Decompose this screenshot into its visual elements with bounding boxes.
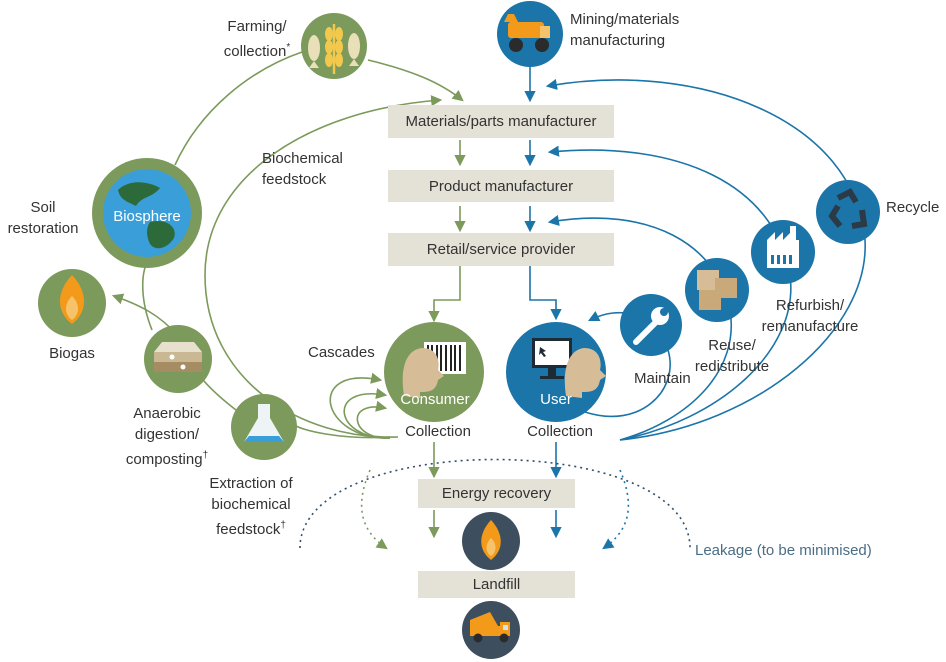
- flask-icon: [231, 394, 297, 460]
- flow-retail-to-consumer: [428, 266, 461, 323]
- leakage-right-arrow: [602, 469, 630, 550]
- label-farming-line2: collection: [223, 43, 287, 60]
- label-soil-line2: restoration: [7, 220, 79, 237]
- label-biogas: Biogas: [49, 345, 95, 362]
- label-maintain: Maintain: [634, 370, 691, 387]
- box-energy-recovery: Energy recovery: [418, 479, 575, 508]
- label-reuse-line2: redistribute: [694, 358, 770, 375]
- label-anaerobic-line1: Anaerobic: [133, 405, 201, 422]
- label-reuse-line1: Reuse/: [708, 337, 756, 354]
- box-materials-parts-manufacturer: Materials/parts manufacturer: [388, 105, 614, 138]
- label-anaerobic-line3-wrap: composting†: [112, 445, 222, 470]
- flame-icon: [38, 269, 106, 337]
- label-biochemical-feedstock: Biochemical feedstock: [262, 148, 362, 190]
- label-collection-consumer: Collection: [405, 423, 471, 440]
- label-extraction-line3: feedstock: [216, 521, 281, 538]
- label-anaerobic-line3: composting: [125, 451, 203, 468]
- cascade-arc-2: [343, 388, 391, 439]
- factory-icon: [751, 220, 815, 284]
- leakage-left-arrow: [360, 469, 388, 550]
- box-retail-service-provider: Retail/service provider: [388, 233, 614, 266]
- label-soil-restoration: Soil restoration: [0, 197, 86, 239]
- label-extraction: Extraction of biochemical feedstock†: [196, 473, 306, 540]
- label-leakage-note: (to be minimised): [756, 542, 872, 559]
- user-head-icon: [564, 348, 606, 398]
- label-collection-user: Collection: [527, 423, 593, 440]
- label-mining-line1: Mining/materials: [570, 11, 680, 28]
- loop-recycle: [545, 78, 866, 441]
- label-farming: Farming/ collection*: [212, 16, 302, 62]
- box-product-manufacturer: Product manufacturer: [388, 170, 614, 202]
- label-biochemical-line1: Biochemical: [262, 150, 343, 167]
- box-landfill: Landfill: [418, 571, 575, 598]
- label-anaerobic-line2: digestion/: [134, 426, 200, 443]
- cascade-arc-3: [356, 400, 391, 439]
- fish-wheat-icon: [301, 13, 367, 79]
- label-leakage: Leakage (to be minimised): [695, 540, 915, 561]
- label-anaerobic: Anaerobic digestion/ composting†: [112, 403, 222, 470]
- label-extraction-mark: †: [280, 520, 286, 531]
- boxes-icon: [685, 258, 749, 322]
- label-extraction-line1: Extraction of: [209, 475, 293, 492]
- recycle-icon: [816, 180, 880, 244]
- flow-retail-to-user: [529, 266, 562, 321]
- mining-truck-icon: [497, 1, 563, 67]
- label-recycle: Recycle: [886, 199, 940, 216]
- dump-truck-icon: [462, 601, 520, 659]
- label-reuse: Reuse/ redistribute: [680, 335, 784, 377]
- flow-biosphere-to-farming: [174, 51, 303, 166]
- user-circle: [506, 322, 606, 422]
- label-farming-mark: *: [286, 42, 291, 53]
- compost-layers-icon: [144, 325, 212, 393]
- flow-biochemical-feedstock-loop: [204, 95, 443, 438]
- flow-farming-to-materials: [367, 59, 464, 102]
- leakage-outer-arc: [299, 458, 691, 549]
- energy-flame-icon: [462, 512, 520, 570]
- label-anaerobic-mark: †: [202, 450, 209, 461]
- label-extraction-line3-wrap: feedstock†: [196, 515, 306, 540]
- label-farming-line1: Farming/: [227, 18, 287, 35]
- label-cascades: Cascades: [308, 344, 375, 361]
- computer-monitor-icon: [532, 338, 572, 379]
- label-farming-line2-wrap: collection*: [212, 37, 302, 62]
- label-leakage-word: Leakage: [695, 542, 753, 559]
- label-refurbish-line2: remanufacture: [761, 318, 859, 335]
- label-biochemical-line2: feedstock: [262, 171, 327, 188]
- leakage-flows: [299, 458, 691, 550]
- label-consumer: Consumer: [400, 391, 470, 408]
- label-refurbish-line1: Refurbish/: [775, 297, 845, 314]
- label-refurbish: Refurbish/ remanufacture: [748, 295, 872, 337]
- label-soil-line1: Soil: [30, 199, 56, 216]
- label-biosphere: Biosphere: [113, 208, 181, 225]
- label-extraction-line2: biochemical: [211, 496, 291, 513]
- label-mining: Mining/materials manufacturing: [570, 9, 710, 51]
- globe-icon: [92, 158, 202, 268]
- label-user: User: [540, 391, 572, 408]
- wrench-icon: [620, 294, 682, 356]
- flow-anaerobic-to-biosphere: [141, 257, 153, 331]
- consumer-head-icon: [402, 348, 444, 398]
- consumer-circle: [384, 322, 484, 422]
- label-mining-line2: manufacturing: [570, 32, 666, 49]
